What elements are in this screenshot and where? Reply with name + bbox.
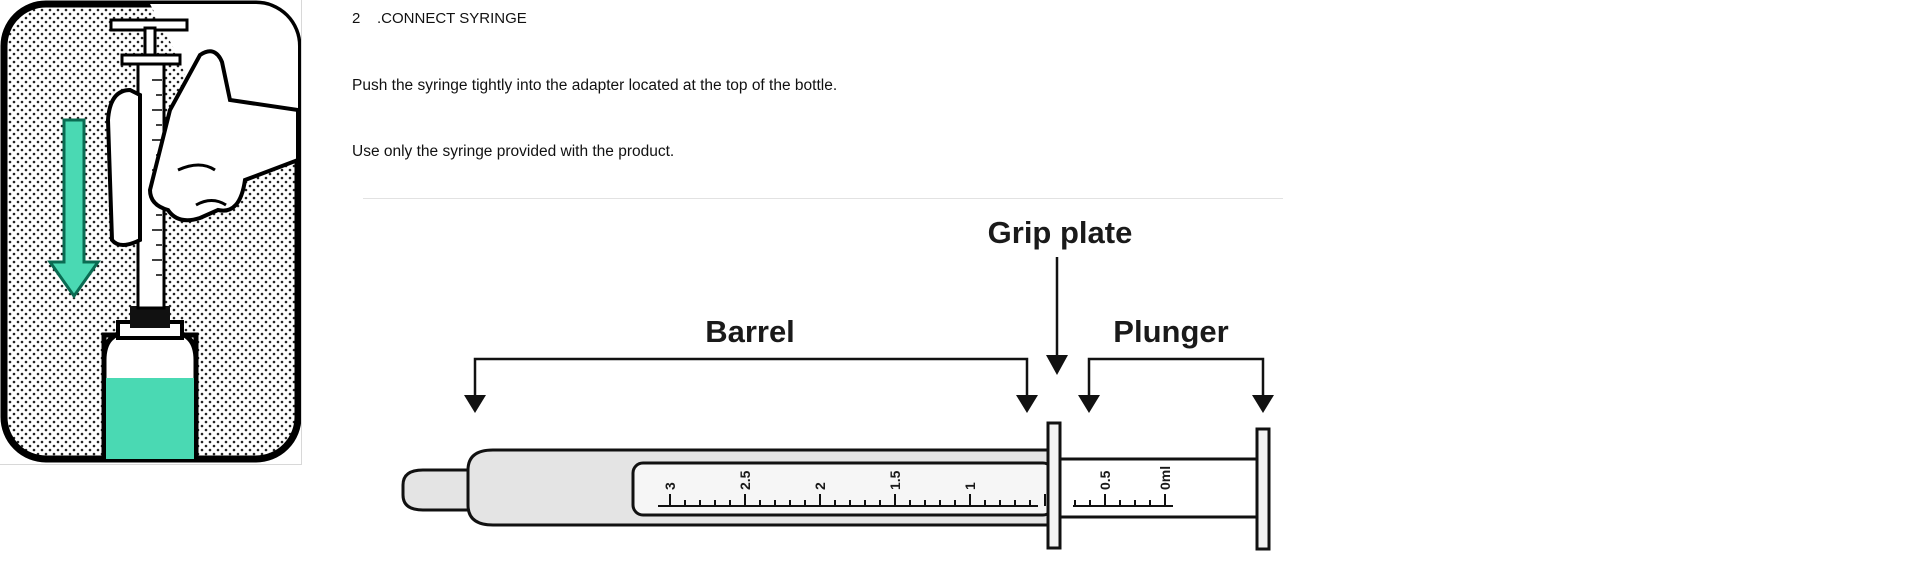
step-heading: 2 .CONNECT SYRINGE	[352, 10, 527, 27]
plunger-rod	[1058, 457, 1262, 519]
scale-label-2: 2	[812, 482, 828, 490]
scale-ticks	[669, 494, 1166, 506]
scale-label-1-5: 1.5	[887, 470, 903, 490]
arrow-shape	[47, 118, 101, 299]
barrel-chamber	[631, 461, 1055, 517]
scale-label-3: 3	[662, 482, 678, 490]
bottle-liquid	[106, 378, 194, 459]
syringe-bottle-illustration	[0, 0, 302, 465]
scale-label-2-5: 2.5	[737, 470, 753, 490]
bottle	[101, 306, 199, 459]
callout-lines	[473, 257, 1265, 401]
scale-label-0ml: 0ml	[1157, 466, 1173, 490]
callout-arrowheads	[464, 355, 1274, 413]
label-barrel: Barrel	[705, 314, 795, 349]
step-title: .CONNECT SYRINGE	[377, 10, 527, 27]
plunger-end	[1255, 427, 1271, 551]
syringe-diagram: Barrel Grip plate Plunger	[363, 205, 1283, 565]
scale-label-1: 1	[962, 482, 978, 490]
section-divider	[363, 198, 1283, 199]
diagram-syringe: 3 2.5 2 1.5 1 0.5 0ml	[401, 421, 1271, 551]
step-number: 2	[352, 10, 361, 27]
illustration-frame	[0, 0, 302, 465]
label-grip-plate: Grip plate	[988, 215, 1133, 250]
down-arrow-icon	[47, 118, 101, 299]
illustration-graphic	[0, 0, 302, 463]
hand-icon	[105, 49, 298, 247]
scale-label-0-5: 0.5	[1097, 470, 1113, 490]
syringe-diagram-graphic: Barrel Grip plate Plunger	[401, 215, 1274, 551]
grip-plate	[1046, 421, 1062, 550]
instruction-paragraph-1: Push the syringe tightly into the adapte…	[352, 77, 838, 94]
label-plunger: Plunger	[1113, 314, 1228, 349]
instruction-paragraph-2: Use only the syringe provided with the p…	[352, 143, 675, 160]
